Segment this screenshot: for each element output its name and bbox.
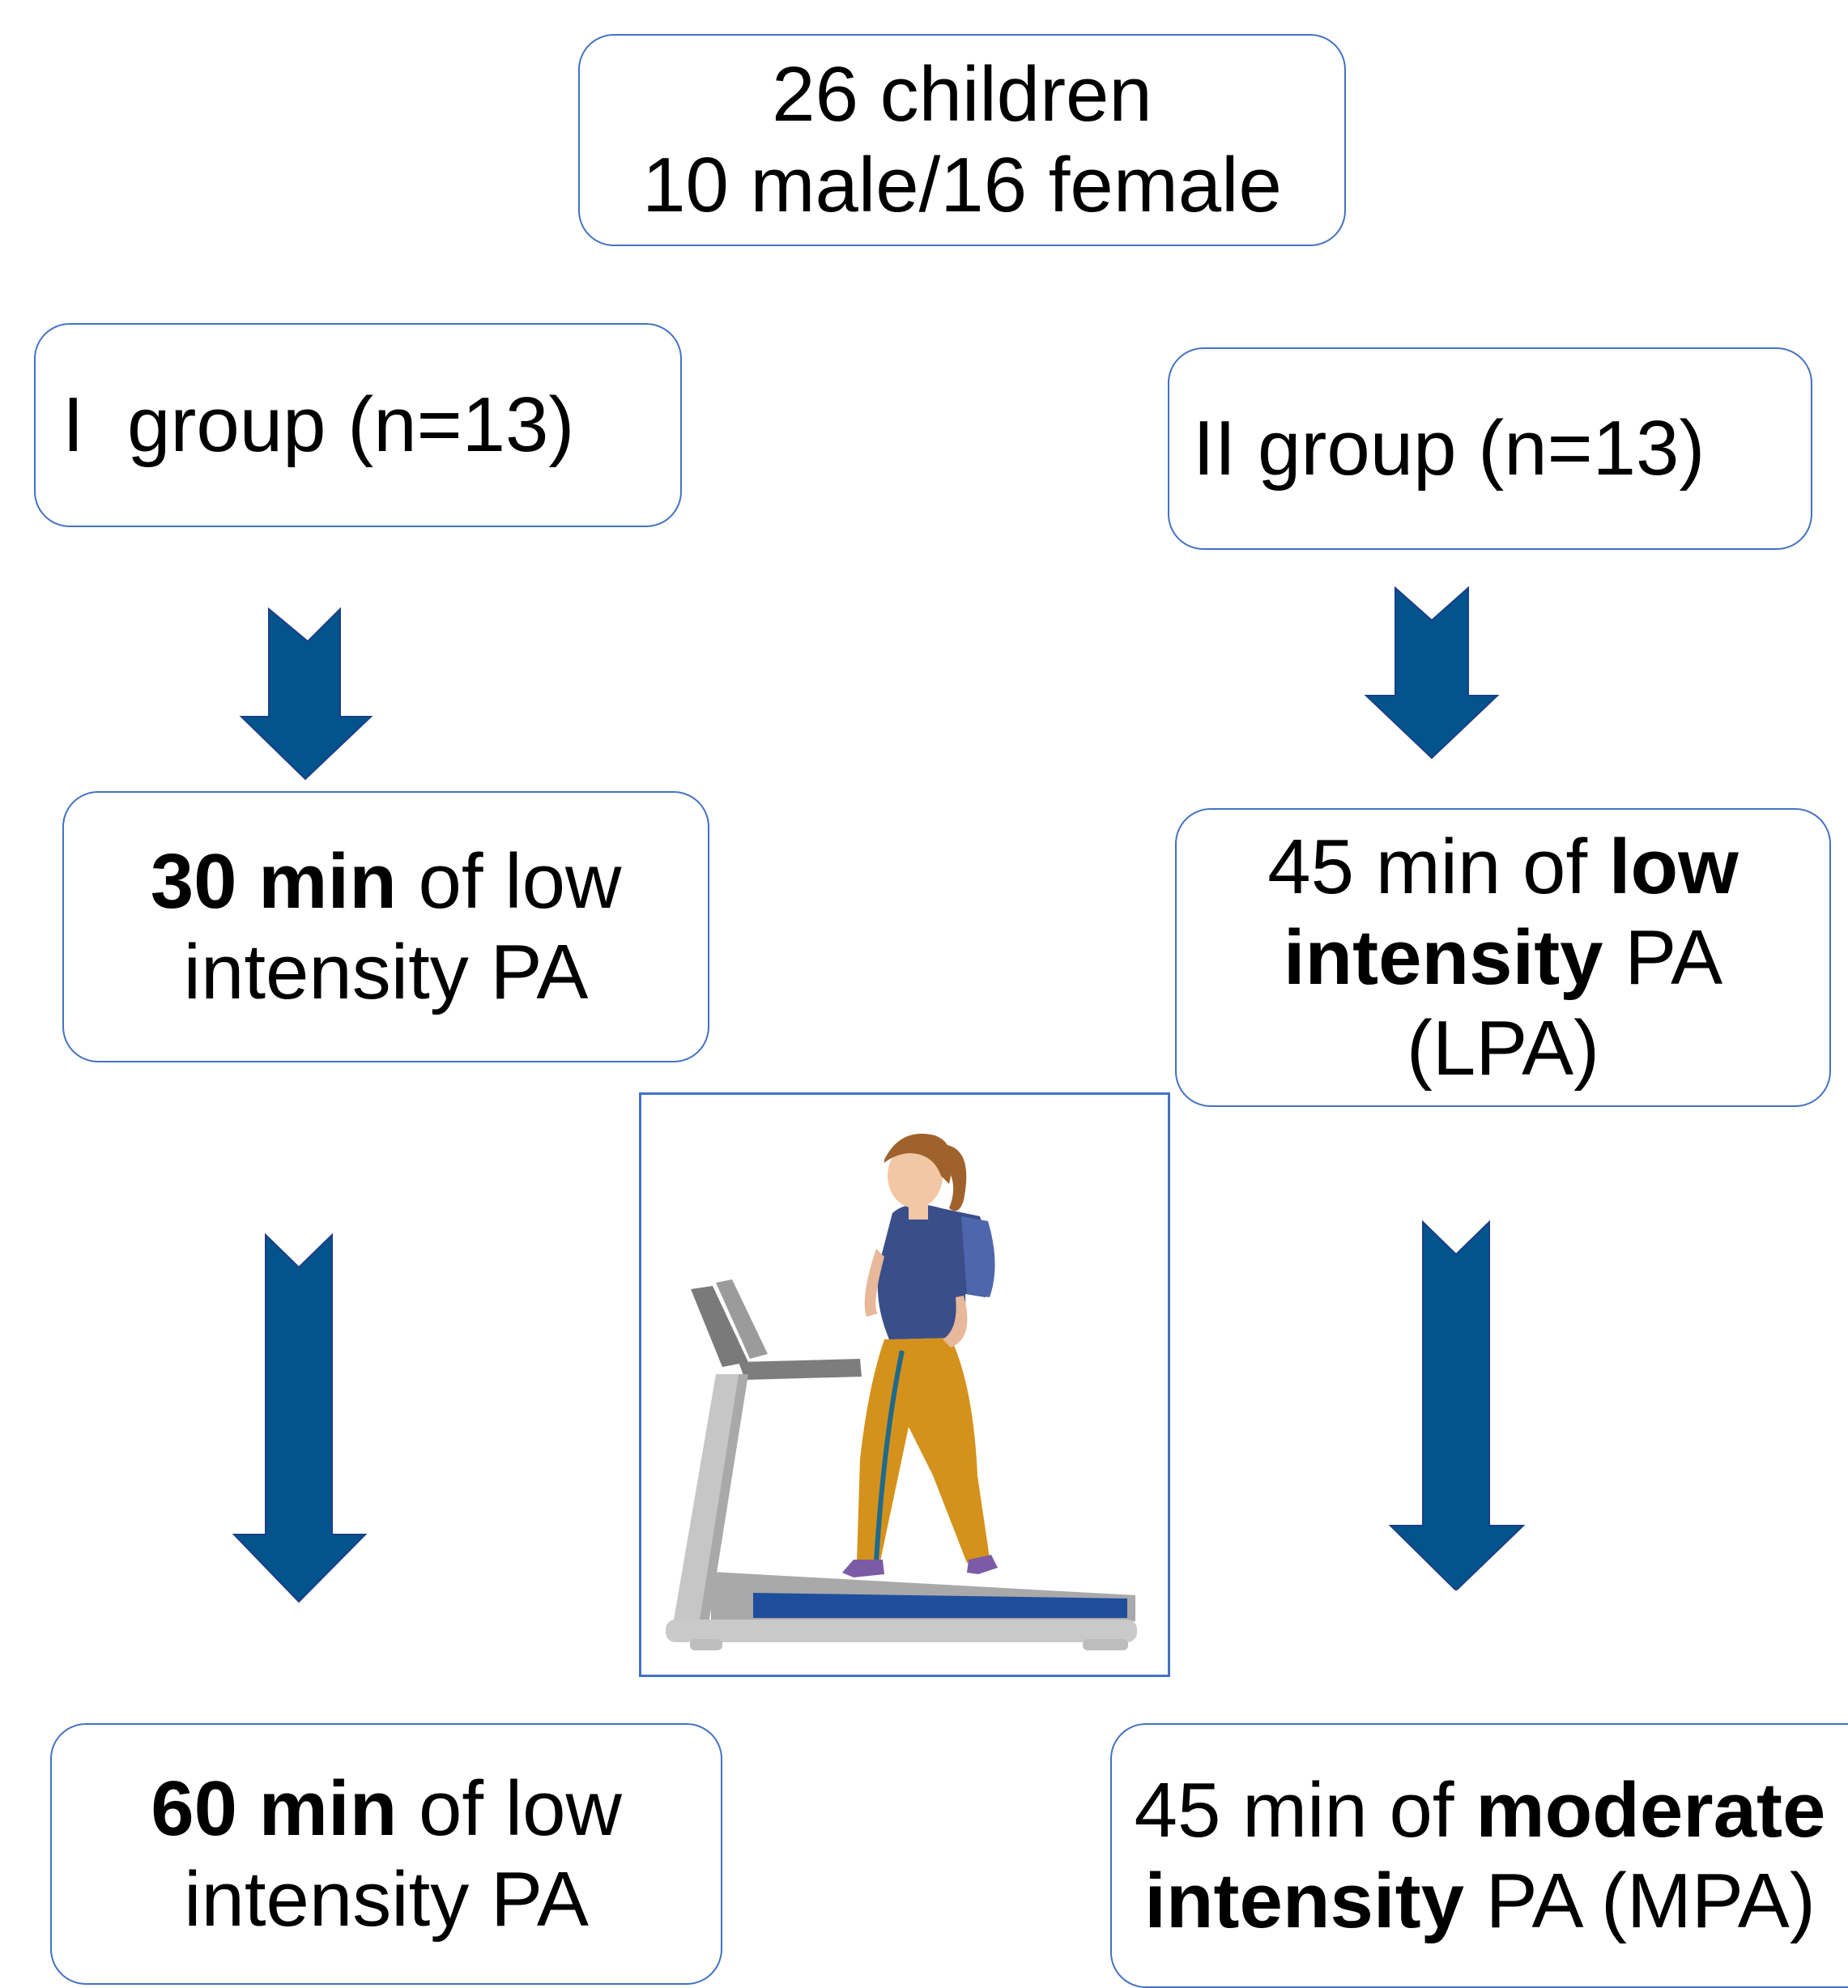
arrow-down-icon bbox=[1364, 585, 1500, 760]
arrow-down-icon bbox=[1388, 1220, 1526, 1590]
arrow-down-icon bbox=[232, 1232, 368, 1603]
group-1-step-1-line-2: intensity PA bbox=[183, 928, 589, 1015]
group-2-step-2-line-2: intensity PA (MPA) bbox=[1144, 1856, 1816, 1947]
group-2-step-1-pa: PA bbox=[1603, 913, 1723, 1001]
group-2-step-2-line-1: 45 min of moderate bbox=[1135, 1765, 1826, 1856]
group-1-step-2-line-1: 60 min of low bbox=[151, 1764, 622, 1854]
person-walking-on-treadmill-icon bbox=[666, 1134, 1137, 1650]
group-2-step-2-intensity-word: intensity bbox=[1144, 1857, 1464, 1944]
group-2-step-1-box: 45 min of low intensity PA (LPA) bbox=[1175, 808, 1831, 1107]
group-1-step-2-box: 60 min of low intensity PA bbox=[50, 1723, 722, 1985]
group-2-step-1-intensity: low bbox=[1608, 823, 1739, 910]
group-1-step-2-duration: 60 min bbox=[151, 1765, 398, 1852]
group-2-step-1-line-1: 45 min of low bbox=[1267, 822, 1739, 913]
group-2-step-2-box: 45 min of moderate intensity PA (MPA) bbox=[1110, 1723, 1848, 1988]
group-1-box: I group (n=13) bbox=[34, 323, 682, 527]
group-2-step-2-pa: PA (MPA) bbox=[1463, 1857, 1816, 1944]
group-2-step-2-duration: 45 min of bbox=[1134, 1766, 1476, 1854]
group-1-step-1-box: 30 min of low intensity PA bbox=[62, 791, 709, 1062]
group-2-step-1-duration: 45 min of bbox=[1267, 823, 1609, 910]
group-2-step-2-intensity: moderate bbox=[1475, 1766, 1826, 1854]
population-box: 26 children 10 male/16 female bbox=[578, 34, 1346, 246]
group-2-title: II group (n=13) bbox=[1193, 405, 1705, 492]
group-2-step-1-line-2: intensity PA bbox=[1284, 913, 1722, 1003]
group-1-step-1-text: of low bbox=[396, 837, 622, 925]
group-2-step-1-intensity-word: intensity bbox=[1283, 913, 1603, 1001]
group-1-step-1-line-1: 30 min of low bbox=[151, 836, 622, 927]
group-1-step-2-line-2: intensity PA bbox=[184, 1855, 589, 1943]
arrow-down-icon bbox=[239, 607, 373, 781]
group-1-step-1-duration: 30 min bbox=[150, 837, 397, 925]
group-1-title: I group (n=13) bbox=[62, 381, 575, 468]
group-2-step-1-line-3: (LPA) bbox=[1406, 1004, 1600, 1092]
population-count: 26 children bbox=[772, 51, 1152, 138]
group-1-step-2-text: of low bbox=[397, 1765, 622, 1852]
treadmill-illustration bbox=[639, 1092, 1170, 1677]
group-2-box: II group (n=13) bbox=[1168, 347, 1812, 550]
population-sex-split: 10 male/16 female bbox=[642, 142, 1282, 228]
